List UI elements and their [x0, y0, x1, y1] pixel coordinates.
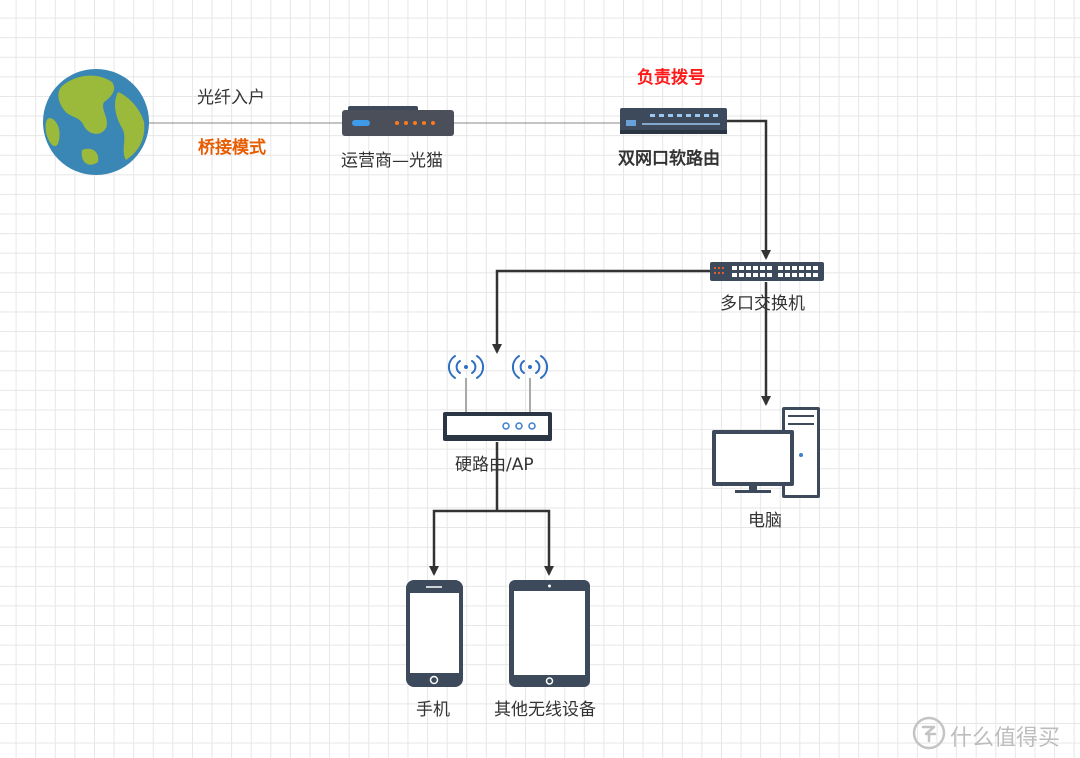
pc-label: 电脑 [748, 511, 782, 531]
other-wireless-label: 其他无线设备 [494, 700, 596, 720]
optical-modem-icon [342, 106, 454, 136]
fiber-in-label: 光纤入户 [197, 88, 265, 108]
zhi-logo-icon [912, 716, 946, 750]
router-to-switch-connector [727, 119, 771, 260]
switch-label: 多口交换机 [720, 294, 805, 314]
soft-router-label: 双网口软路由 [618, 149, 720, 169]
tablet-icon [509, 580, 590, 687]
desktop-computer-icon [712, 407, 820, 498]
soft-router-icon [620, 108, 727, 134]
watermark-text: 什么值得买 [950, 726, 1061, 751]
globe-icon [43, 69, 149, 175]
dialing-label: 负责拨号 [637, 68, 705, 88]
wireless-router-icon [443, 355, 552, 441]
bridge-mode-label: 桥接模式 [198, 138, 266, 158]
network-switch-icon [710, 262, 824, 281]
switch-to-ap-connector [492, 269, 710, 354]
hard-router-label: 硬路由/AP [455, 455, 534, 475]
ap-to-tablet-connector [497, 509, 554, 576]
watermark: 什么值得买 [912, 714, 1078, 754]
phone-label: 手机 [416, 700, 450, 720]
smartphone-icon [406, 580, 463, 687]
isp-modem-label: 运营商—光猫 [341, 151, 443, 171]
ap-to-phone-connector [429, 509, 497, 576]
